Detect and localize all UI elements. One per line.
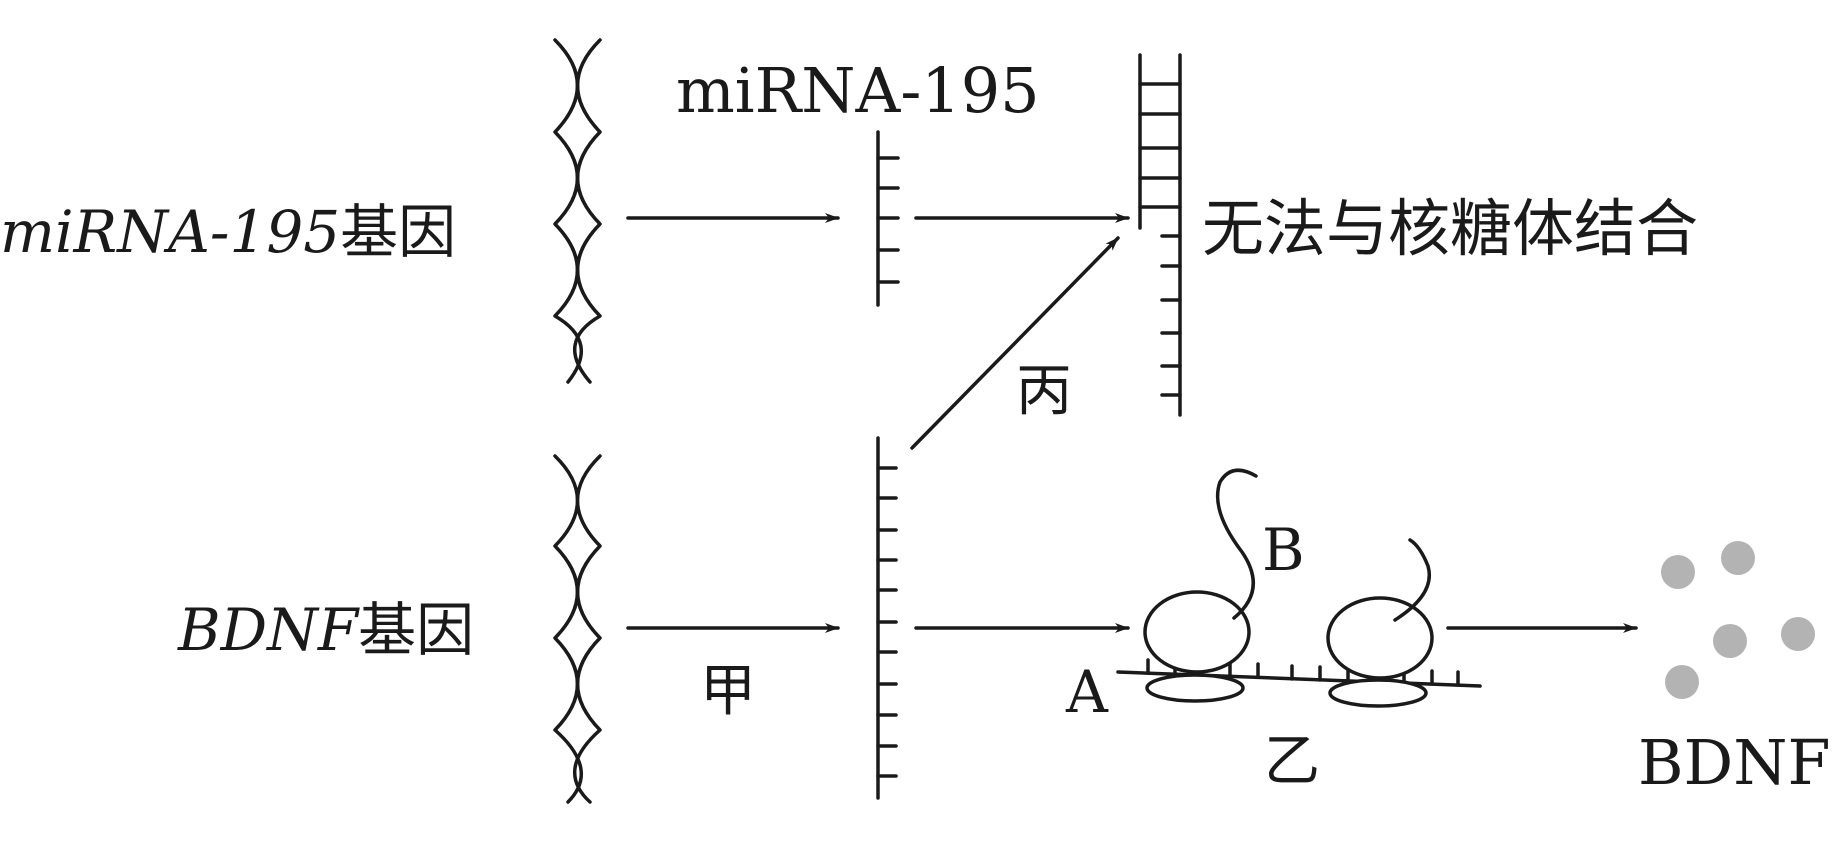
- bdnf-dna-helix: [553, 454, 602, 804]
- bdnf-gene-name: BDNF: [177, 596, 360, 664]
- mirna-gene-label: miRNA-195基因: [0, 198, 456, 266]
- bdnf-dot: [1665, 665, 1699, 699]
- bdnf-protein-dots: [1661, 541, 1815, 699]
- bdnf-product-label: BDNF: [1638, 726, 1831, 799]
- arrow-bing: [910, 236, 1120, 450]
- mirna-gene-name: miRNA-195: [0, 198, 340, 266]
- step-yi-label: 乙: [1264, 729, 1320, 794]
- label-a: A: [1065, 658, 1109, 726]
- bdnf-gene-label: BDNF基因: [177, 596, 474, 664]
- bdnf-dot: [1721, 541, 1755, 575]
- mirna-dna-helix: [553, 38, 602, 384]
- mirna-product-label: miRNA-195: [676, 54, 1040, 127]
- bdnf-mrna-strand: [876, 436, 898, 800]
- label-b: B: [1262, 516, 1305, 584]
- ribosome-1: [1143, 590, 1251, 703]
- polypeptide-long: [1215, 468, 1258, 620]
- bdnf-gene-suffix: 基因: [358, 596, 474, 664]
- mirna-strand: [876, 130, 900, 307]
- mirna-mrna-complex: [1138, 53, 1182, 417]
- step-bing-label: 丙: [1016, 359, 1072, 424]
- cannot-bind-ribosome-label: 无法与核糖体结合: [1202, 192, 1698, 265]
- bdnf-dot: [1781, 617, 1815, 651]
- bdnf-dot: [1661, 555, 1695, 589]
- ribosome-2: [1326, 596, 1434, 708]
- mirna-gene-suffix: 基因: [340, 198, 456, 266]
- bdnf-dot: [1713, 624, 1747, 658]
- polypeptide-short: [1393, 538, 1431, 622]
- step-jia-label: 甲: [700, 659, 756, 724]
